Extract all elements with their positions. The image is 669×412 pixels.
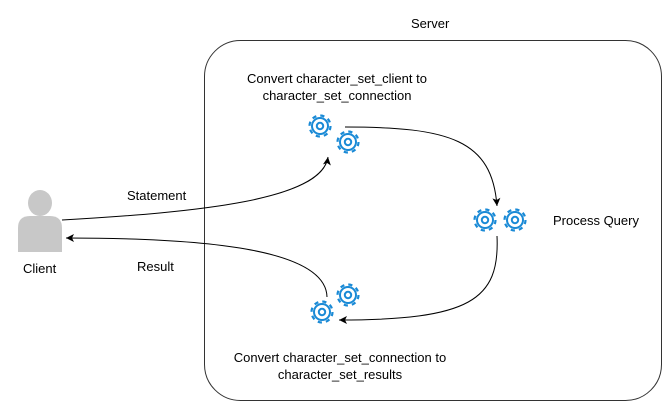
server-label: Server [411,16,450,31]
result-label: Result [137,259,174,274]
statement-arrow [61,156,331,221]
statement-label: Statement [127,188,187,203]
user-icon [18,190,62,252]
to-process-arrow [344,126,501,207]
convert-out-line1: Convert character_set_connection to [233,350,447,365]
convert-in-line2: character_set_connection [262,88,412,103]
client-label: Client [23,261,57,276]
from-process-arrow [338,235,498,324]
convert-in-label: Convert character_set_client to characte… [227,70,447,104]
convert-in-line1: Convert character_set_client to [247,71,427,86]
result-arrow [65,234,328,298]
convert-out-label: Convert character_set_connection to char… [210,349,470,383]
convert-out-line2: character_set_results [277,367,403,382]
process-query-label: Process Query [553,213,639,228]
